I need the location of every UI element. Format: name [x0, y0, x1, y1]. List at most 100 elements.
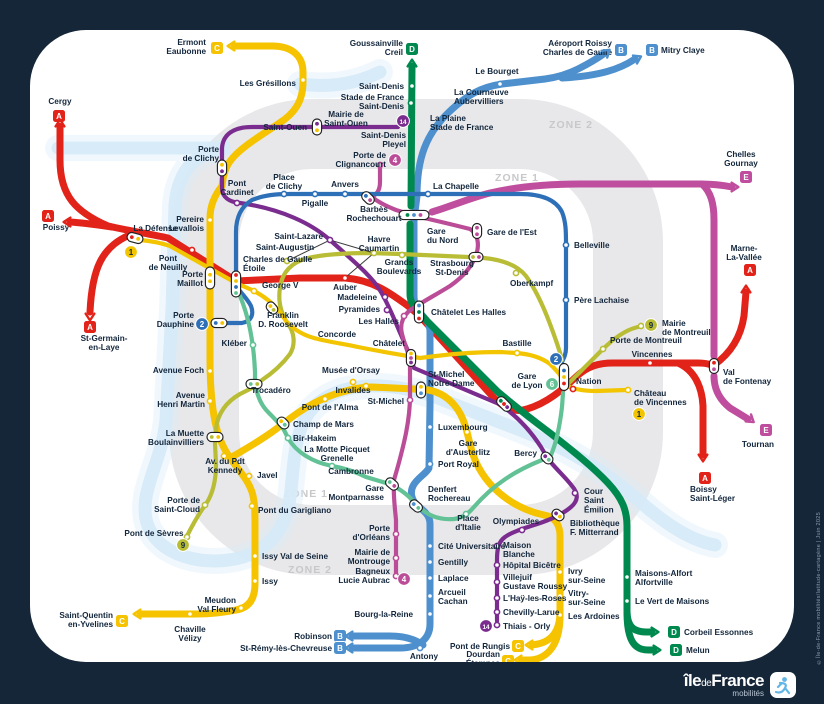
ile-de-france-mobilites-logo: îledeFrance mobilités: [684, 672, 796, 698]
rer-badge-E: [759, 423, 773, 437]
station-dot: [341, 274, 349, 282]
interchange-pill: [245, 378, 263, 390]
line-rer-a-stgermain: [86, 230, 136, 316]
station-label: St-Michel: [368, 397, 404, 406]
terminus-arrow-D: [406, 58, 418, 68]
station-label: Champ de Mars: [293, 420, 354, 429]
station-label: Robinson: [294, 632, 332, 641]
badge-label-9: 9: [649, 321, 654, 330]
station-dot: [206, 216, 214, 224]
station-label: Issy: [262, 577, 278, 586]
station-label: Port Royal: [438, 460, 479, 469]
interchange-pill: [311, 118, 323, 136]
interchange-pill: [206, 431, 224, 443]
pill-part: [363, 193, 368, 198]
pill-part: [387, 480, 392, 484]
interchange-pill: [204, 266, 216, 290]
pill-part: [245, 378, 263, 390]
station-label: Saint-Denis: [359, 82, 404, 91]
pill-part: [204, 266, 216, 290]
badge-label-14: 14: [399, 119, 407, 126]
station-dot: [311, 190, 319, 198]
badge-label-A: A: [747, 266, 753, 275]
badge-label-14: 14: [482, 624, 490, 631]
station-label: Antony: [410, 652, 439, 661]
pill-part: [708, 357, 720, 375]
station-label: George V: [262, 281, 299, 290]
station-label: Pyramides: [339, 305, 381, 314]
interchange-pill: [408, 499, 424, 513]
pill-part: [411, 502, 416, 506]
zone-label: ZONE 2: [288, 564, 332, 576]
pill-part: [315, 128, 319, 133]
interchange-pill: [551, 508, 565, 522]
pill-part: [220, 169, 224, 174]
station-dot: [283, 257, 291, 265]
badge-label-E: E: [763, 426, 769, 435]
station-label: Les Ardoines: [568, 612, 620, 621]
station-label: Bir-Hakeim: [293, 434, 336, 443]
station-label: Luxembourg: [438, 423, 488, 432]
badge-label-C: C: [214, 44, 220, 53]
station-label: Nation: [576, 377, 601, 386]
station-dot: [349, 378, 357, 386]
station-dot: [284, 434, 292, 442]
station-dot: [646, 359, 654, 367]
pill-part: [220, 162, 224, 167]
badge-label-1: 1: [637, 410, 642, 419]
mobilites-person-icon: [770, 672, 796, 698]
station-label: Tournan: [742, 440, 774, 449]
pill-part: [409, 360, 413, 365]
interchange-pill: [126, 231, 144, 245]
pill-part: [409, 351, 413, 356]
rer-badge-D: [405, 42, 419, 56]
station-label: Châtelet Les Halles: [431, 308, 507, 317]
interchange-pill: [216, 159, 228, 177]
seine-river: [293, 65, 387, 92]
badge-label-4: 4: [402, 575, 407, 584]
interchange-pill: [265, 301, 279, 315]
interchange-pill: [468, 251, 484, 263]
station-label: Pont de Rungis: [450, 642, 510, 651]
pill-part: [129, 235, 134, 240]
station-dot: [426, 574, 434, 582]
station-dot: [571, 489, 579, 497]
station-label: Cergy: [48, 97, 72, 106]
interchange-pill: [415, 381, 427, 399]
interchange-pill: [540, 451, 554, 465]
line-rer-c-ermont: [218, 42, 307, 190]
station-label: Porte de Montreuil: [610, 336, 682, 345]
station-dot: [381, 293, 389, 301]
logo-text: îledeFrance mobilités: [684, 672, 765, 698]
line-rer-e-tournan: [698, 180, 752, 423]
station-label: L'Haÿ-les-Roses: [503, 594, 567, 603]
station-label: Poissy: [43, 223, 70, 232]
station-dot: [493, 594, 501, 602]
station-dot: [233, 199, 241, 207]
terminus-arrow-A: [62, 216, 72, 228]
rer-badge-E: [739, 170, 753, 184]
pill-part: [417, 310, 421, 314]
station-dot: [408, 82, 416, 90]
pill-part: [311, 118, 323, 136]
pill-part: [216, 435, 221, 439]
station-dot: [426, 610, 434, 618]
interchange-pill: [361, 191, 375, 205]
station-label: Pont de Sèvres: [124, 529, 184, 538]
station-dot: [637, 322, 645, 330]
station-dot: [426, 558, 434, 566]
line-rer-c-dourdan: [517, 612, 564, 662]
station-dot: [556, 568, 564, 576]
pill-part: [477, 255, 481, 259]
station-dot: [280, 190, 288, 198]
station-label: Vincennes: [632, 350, 673, 359]
